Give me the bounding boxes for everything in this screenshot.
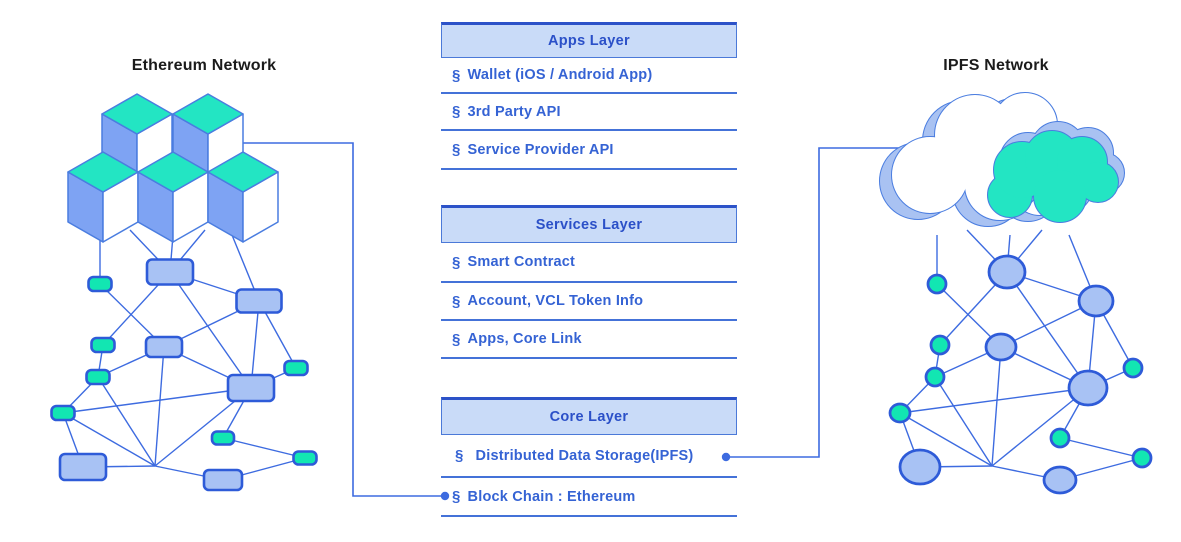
ipfs-network-title: IPFS Network: [943, 57, 1049, 74]
layer-item-label: Account, VCL Token Info: [467, 293, 644, 309]
network-node-green: [210, 430, 236, 446]
section-marker: §: [452, 330, 461, 348]
network-node-blue: [1042, 465, 1078, 495]
section-marker: §: [455, 447, 464, 464]
network-node-blue: [235, 288, 283, 314]
network-edge: [97, 376, 156, 467]
layer-item-smart-contract: § Smart Contract: [441, 243, 737, 283]
network-node-green: [292, 450, 318, 466]
network-edge: [169, 271, 252, 389]
layer-item-apps-core-link: § Apps, Core Link: [441, 321, 737, 359]
network-node-green: [283, 359, 309, 377]
network-node-blue: [987, 254, 1027, 290]
layer-item-service-provider-api: § Service Provider API: [441, 131, 737, 170]
section-marker: §: [452, 292, 461, 310]
network-node-blue: [145, 258, 195, 286]
network-edge: [991, 346, 1002, 467]
section-marker: §: [452, 488, 461, 505]
cube-top-face: [172, 93, 244, 135]
network-node-blue: [58, 452, 108, 482]
network-node-green: [924, 366, 946, 388]
network-node-blue: [226, 373, 276, 403]
network-edge: [62, 387, 252, 414]
core-layer-header: Core Layer: [441, 397, 737, 435]
ethereum-network-title: Ethereum Network: [131, 57, 277, 74]
layer-item-label: Block Chain : Ethereum: [467, 488, 636, 505]
layer-item-wallet: § Wallet (iOS / Android App): [441, 58, 737, 94]
section-marker: §: [452, 103, 461, 120]
layer-item-label: 3rd Party API: [467, 103, 561, 120]
network-node-blue: [898, 448, 942, 486]
layer-item-label: Smart Contract: [467, 254, 576, 270]
network-edge: [899, 412, 993, 467]
layer-item-label: Distributed Data Storage(IPFS): [475, 447, 694, 464]
network-node-green: [50, 404, 76, 422]
section-marker: §: [452, 141, 461, 158]
network-node-green: [929, 334, 951, 356]
cube-top-face: [67, 151, 139, 193]
layer-item-block-chain-ethereum: § Block Chain : Ethereum: [441, 478, 737, 517]
network-node-blue: [202, 468, 244, 492]
network-edge: [991, 387, 1089, 467]
ethereum-network-mesh: [50, 229, 318, 492]
network-node-green: [90, 336, 116, 354]
layer-item-label: Apps, Core Link: [467, 331, 582, 347]
network-edge: [934, 376, 993, 467]
network-edge: [250, 300, 260, 389]
layer-item-label: Service Provider API: [467, 141, 614, 158]
network-node-green: [1049, 427, 1071, 449]
network-node-blue: [1067, 369, 1109, 407]
cube-top-face: [101, 93, 173, 135]
layer-item-3rd-party-api: § 3rd Party API: [441, 94, 737, 131]
ipfs-network-mesh: [888, 229, 1153, 495]
network-node-blue: [1077, 284, 1115, 318]
network-edge: [62, 412, 156, 467]
network-node-green: [926, 273, 948, 295]
network-edge: [899, 387, 1089, 414]
apps-layer-header: Apps Layer: [441, 22, 737, 58]
services-layer-header: Services Layer: [441, 205, 737, 243]
layer-item-account-vcl-token-info: § Account, VCL Token Info: [441, 283, 737, 321]
cloud-lobe: [1078, 162, 1118, 202]
network-edge: [1006, 271, 1089, 389]
network-node-blue: [984, 332, 1018, 362]
cube-top-face: [137, 151, 209, 193]
cloud-lobe: [1034, 170, 1086, 222]
cube-top-face: [207, 151, 279, 193]
section-marker: §: [452, 253, 461, 271]
layer-item-label: Wallet (iOS / Android App): [467, 67, 653, 83]
layer-item-distributed-data-storage: § Distributed Data Storage(IPFS): [441, 435, 737, 478]
ipfs-cloud-icon: [879, 92, 1125, 227]
network-edge: [154, 346, 165, 467]
ethereum-connector-line: [242, 142, 445, 497]
ethereum-cubes-icon: [67, 93, 279, 243]
ipfs-connector-dot: [721, 452, 731, 462]
network-node-blue: [144, 335, 184, 359]
ipfs-connector-line: [726, 147, 905, 458]
network-edge: [1059, 437, 1143, 459]
network-node-green: [1131, 447, 1153, 469]
ethereum-connector-dot: [440, 491, 450, 501]
network-node-green: [1122, 357, 1144, 379]
section-marker: §: [452, 66, 461, 84]
network-node-green: [87, 275, 113, 293]
network-node-green: [888, 402, 912, 424]
network-node-green: [85, 368, 111, 386]
network-edge: [222, 437, 306, 459]
